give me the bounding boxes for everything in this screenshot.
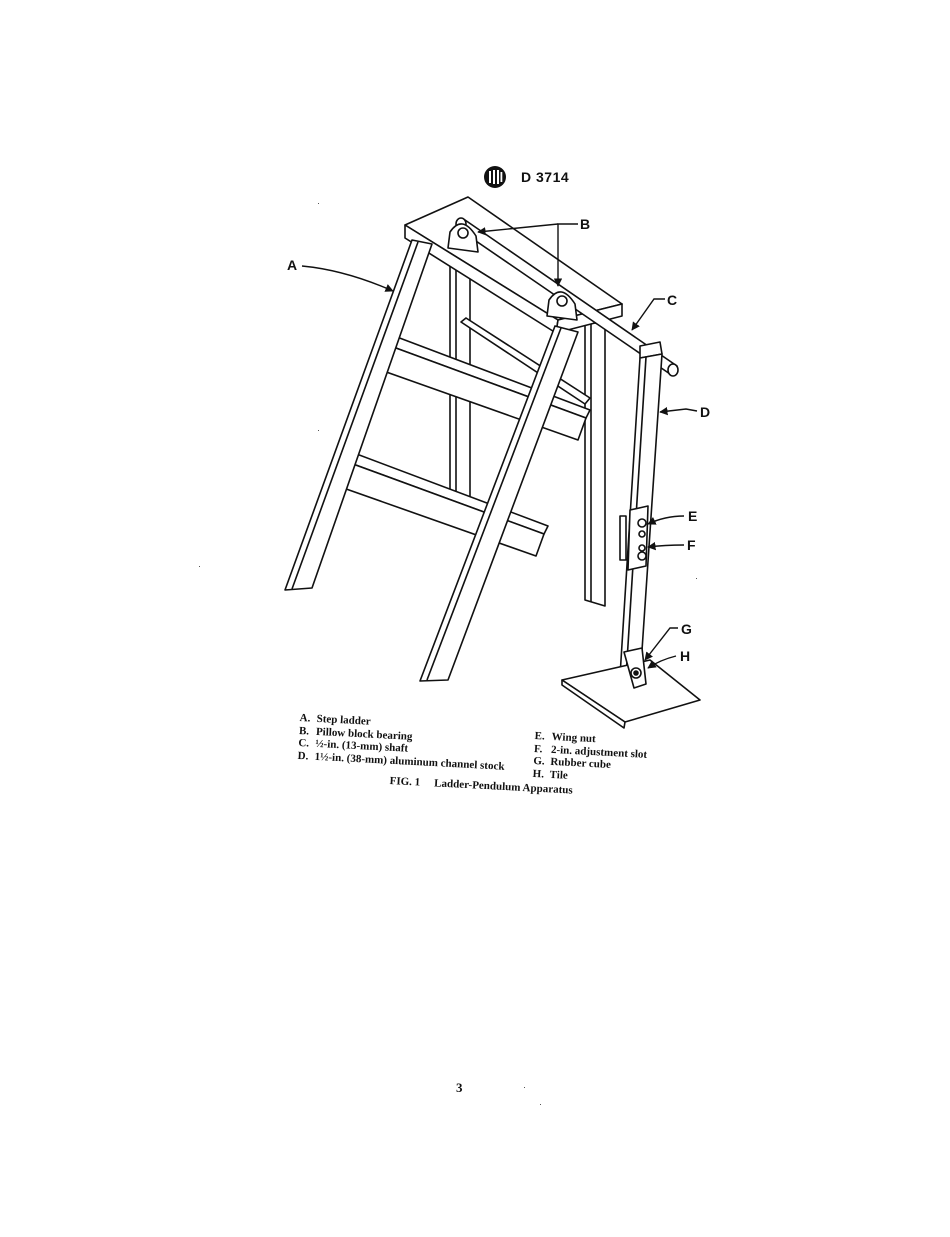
scan-speck [318,430,319,431]
leader-line-e [647,515,685,525]
legend-right: E.Wing nut F.2-in. adjustment slot G.Rub… [532,730,648,786]
scan-speck [696,578,697,579]
figure-number: FIG. 1 [389,775,421,789]
scan-speck [199,566,200,567]
ladder-front-leg-left [284,239,433,591]
leader-line-d [659,406,698,416]
callout-a: A [287,257,297,273]
callout-b: B [580,216,590,232]
callout-h: H [680,648,690,664]
callout-e: E [688,508,697,524]
callout-f: F [687,537,696,553]
leader-line-a [301,265,394,292]
document-header: D 3714 [483,163,569,191]
standard-designation: D 3714 [521,169,570,185]
leader-line-b-left [477,223,559,236]
leader-line-h [647,655,677,669]
ladder-back-leg-right [584,319,606,607]
callout-c: C [667,292,677,308]
scan-speck [318,203,319,204]
scan-speck [524,1087,525,1088]
leader-line-c [631,298,665,331]
astm-logo-icon [484,166,506,188]
scan-speck [540,1104,541,1105]
tile [561,659,701,729]
leader-line-g [644,627,678,661]
pillow-block-bearing-right [546,291,578,321]
ladder-front-leg-right [419,325,579,682]
callout-d: D [700,404,710,420]
leader-line-f [647,541,685,551]
rubber-cube [623,647,647,689]
callout-g: G [681,621,692,637]
page-number: 3 [456,1080,463,1095]
wing-nut [637,518,647,561]
pillow-block-bearing-left [447,223,479,253]
